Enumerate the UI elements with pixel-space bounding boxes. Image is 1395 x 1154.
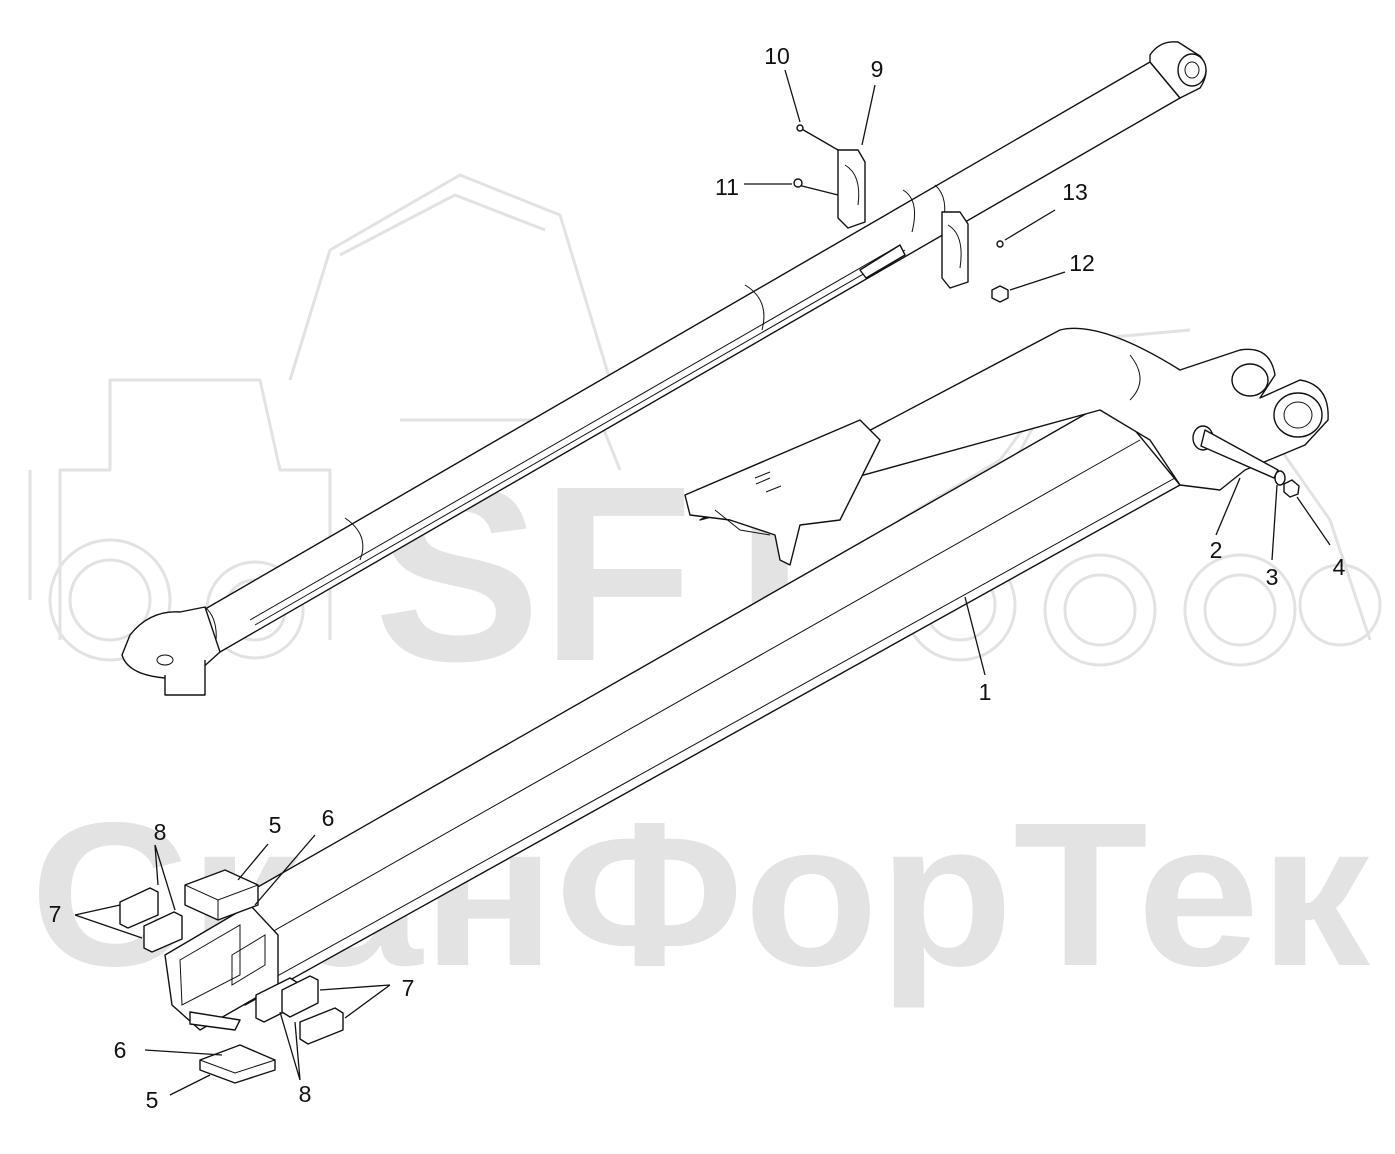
callout-2: 2 [1210,537,1223,563]
callout-11: 11 [715,174,739,200]
leader-lines [74,69,1331,1096]
telescopic-boom [234,327,1329,1006]
callout-8-bottom: 8 [299,1081,312,1107]
shim-pads-right [255,975,344,1045]
slide-pad-5-top [184,869,259,921]
callout-12: 12 [1069,250,1095,276]
callout-labels: 1 2 3 4 5 5 6 6 7 7 8 8 9 10 11 12 13 [49,43,1346,1113]
callout-9: 9 [871,56,884,82]
callout-7-right: 7 [402,975,415,1001]
bolt-10 [796,124,839,151]
nut-12 [991,285,1009,303]
shim-pads-left [119,887,183,953]
nut-4 [1283,479,1300,498]
washer-3 [1274,470,1286,486]
pivot-pin [1192,425,1279,479]
callout-6-top: 6 [322,805,335,831]
slide-pad-5-bottom [199,1044,276,1084]
callout-7-left: 7 [49,901,62,927]
callout-3: 3 [1266,564,1279,590]
bolt-11 [793,178,839,196]
washer-13 [996,240,1004,248]
callout-5-bottom: 5 [146,1087,159,1113]
hydraulic-cylinder [121,41,1207,696]
callout-8-top: 8 [154,819,167,845]
callout-6-bottom: 6 [114,1037,127,1063]
callout-13: 13 [1062,179,1088,205]
callout-1: 1 [979,679,992,705]
clamp-upper [837,149,866,229]
callout-4: 4 [1333,554,1346,580]
clamp-lower [941,211,969,289]
callout-10: 10 [764,43,790,69]
callout-5-top: 5 [269,812,282,838]
